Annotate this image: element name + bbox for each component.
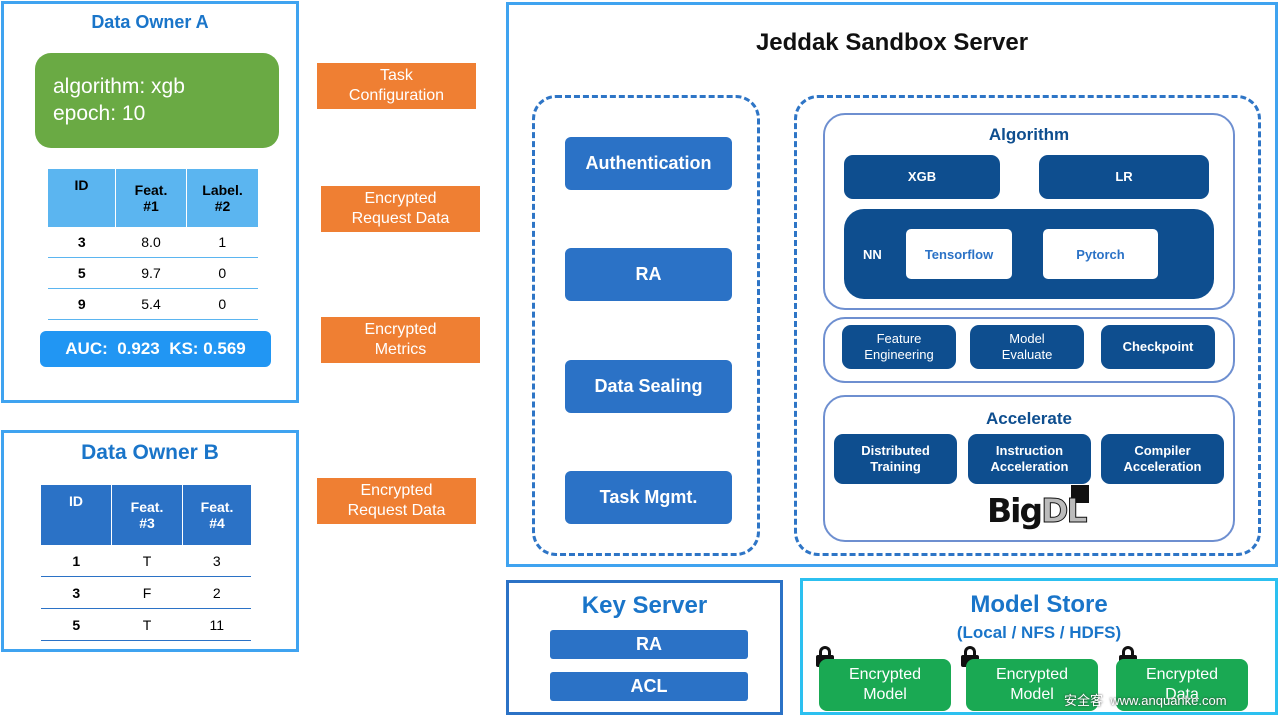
- nn-label: NN: [863, 247, 882, 262]
- encrypted-data: Encrypted Data: [1116, 659, 1248, 711]
- data-owner-b-panel: Data Owner B ID Feat. #3 Feat. #4 1 T 3 …: [1, 430, 299, 652]
- ra-module: RA: [565, 248, 732, 301]
- owner-b-table: ID Feat. #3 Feat. #4 1 T 3 3 F 2 5 T 11: [41, 485, 251, 641]
- authentication-module: Authentication: [565, 137, 732, 190]
- data-owner-b-title: Data Owner B: [81, 441, 219, 464]
- accelerate-group: Accelerate Distributed Training Instruct…: [823, 395, 1235, 542]
- nn-block: NN Tensorflow Pytorch: [844, 209, 1214, 299]
- tools-group: Feature Engineering Model Evaluate Check…: [823, 317, 1235, 383]
- encrypted-request-data-flow-a: Encrypted Request Data: [321, 186, 480, 232]
- sandbox-server-panel: Jeddak Sandbox Server Authentication RA …: [506, 2, 1278, 567]
- model-store-panel: Model Store (Local / NFS / HDFS) Encrypt…: [800, 578, 1278, 715]
- cell: 5.4: [141, 296, 161, 312]
- model-evaluate-block: Model Evaluate: [970, 325, 1084, 369]
- table-header-row: ID Feat. #3 Feat. #4: [41, 485, 251, 545]
- cell: 9: [77, 296, 86, 312]
- table-row: 5 9.7 0: [48, 258, 258, 289]
- cell: 8.0: [141, 234, 161, 250]
- header-feat4: Feat. #4: [182, 485, 251, 545]
- cell: 5: [72, 616, 81, 633]
- model-store-subtitle: (Local / NFS / HDFS): [956, 623, 1122, 642]
- table-header-row: ID Feat. #1 Label. #2: [48, 169, 258, 227]
- security-modules-group: [532, 95, 760, 556]
- cell: 3: [77, 234, 86, 250]
- data-sealing-module: Data Sealing: [565, 360, 732, 413]
- xgb-block: XGB: [844, 155, 1000, 199]
- table-row: 5 T 11: [41, 609, 251, 641]
- task-configuration-flow: Task Configuration: [317, 63, 476, 109]
- instruction-acceleration-block: Instruction Acceleration: [968, 434, 1091, 484]
- table-row: 3 8.0 1: [48, 227, 258, 258]
- header-feat3: Feat. #3: [111, 485, 183, 545]
- table-row: 9 5.4 0: [48, 289, 258, 320]
- table-row: 3 F 2: [41, 577, 251, 609]
- accelerate-title: Accelerate: [985, 409, 1072, 428]
- owner-a-table: ID Feat. #1 Label. #2 3 8.0 1 5 9.7 0 9 …: [48, 169, 258, 320]
- encrypted-model-2: Encrypted Model: [966, 659, 1098, 711]
- key-server-ra-block: RA: [550, 630, 748, 659]
- watermark: 安全客 www.anquanke.com: [1064, 693, 1227, 708]
- cell: T: [142, 552, 152, 569]
- header-id: ID: [69, 493, 83, 509]
- tensorflow-block: Tensorflow: [906, 229, 1012, 279]
- model-store-title: Model Store: [970, 591, 1108, 618]
- distributed-training-block: Distributed Training: [834, 434, 957, 484]
- cell: 0: [218, 265, 227, 281]
- encrypted-metrics-flow: Encrypted Metrics: [321, 317, 480, 363]
- header-id: ID: [74, 177, 89, 193]
- cell: 1: [72, 552, 81, 569]
- encrypted-model-1: Encrypted Model: [819, 659, 951, 711]
- data-owner-a-panel: Data Owner A algorithm: xgb epoch: 10 ID…: [1, 1, 299, 403]
- key-server-acl-block: ACL: [550, 672, 748, 701]
- cell: 1: [218, 234, 227, 250]
- compiler-acceleration-block: Compiler Acceleration: [1101, 434, 1224, 484]
- encrypted-request-data-flow-b: Encrypted Request Data: [317, 478, 476, 524]
- pytorch-block: Pytorch: [1043, 229, 1158, 279]
- lr-block: LR: [1039, 155, 1209, 199]
- table-row: 1 T 3: [41, 545, 251, 577]
- cell: 5: [77, 265, 86, 281]
- config-algorithm: algorithm: xgb: [53, 75, 185, 98]
- cell: 11: [209, 616, 225, 633]
- task-mgmt-module: Task Mgmt.: [565, 471, 732, 524]
- algorithm-title: Algorithm: [988, 125, 1070, 144]
- algorithm-group: Algorithm XGB LR NN Tensorflow Pytorch: [823, 113, 1235, 310]
- compute-group: [794, 95, 1261, 556]
- bigdl-logo: BigDL: [987, 485, 1091, 533]
- metrics-badge: AUC: 0.923 KS: 0.569: [40, 331, 271, 367]
- config-epoch: epoch: 10: [53, 102, 146, 125]
- cell: 3: [212, 552, 221, 569]
- key-server-panel: Key Server RA ACL: [506, 580, 783, 715]
- cell: 3: [72, 584, 81, 601]
- key-server-title: Key Server: [581, 592, 708, 619]
- checkpoint-block: Checkpoint: [1101, 325, 1215, 369]
- cell: 9.7: [141, 265, 161, 281]
- header-feat1: Feat. #1: [115, 169, 187, 227]
- cell: 0: [218, 296, 227, 312]
- cell: T: [142, 616, 152, 633]
- task-config-box: algorithm: xgb epoch: 10: [35, 53, 279, 148]
- cell: F: [142, 584, 152, 601]
- sandbox-server-title: Jeddak Sandbox Server: [755, 29, 1029, 56]
- data-owner-a-title: Data Owner A: [91, 12, 209, 32]
- header-label2: Label. #2: [186, 169, 258, 227]
- feature-engineering-block: Feature Engineering: [842, 325, 956, 369]
- cell: 2: [212, 584, 221, 601]
